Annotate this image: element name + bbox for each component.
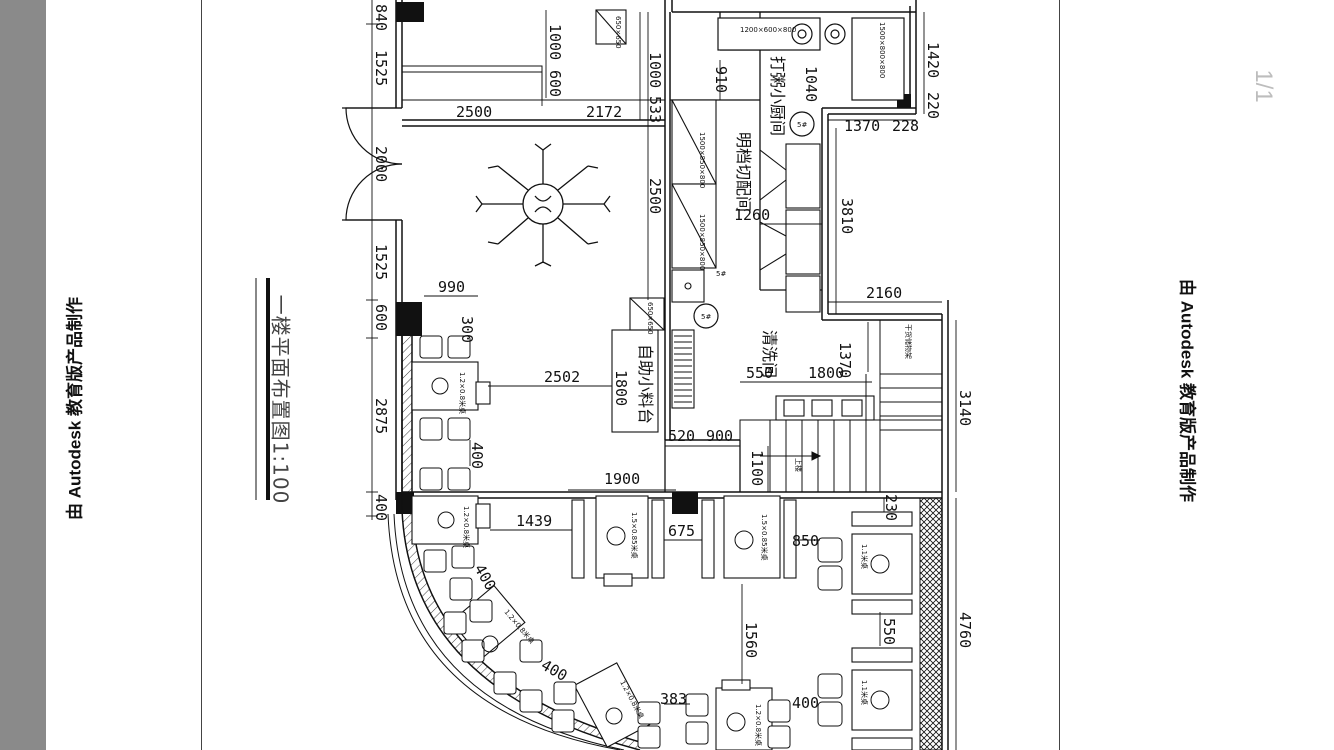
d2000-label: 2000	[372, 146, 390, 182]
cabinet-b-spec: 1500×850×800	[698, 214, 706, 270]
dishwash-rack	[674, 335, 692, 403]
d3810-label: 3810	[838, 198, 856, 234]
d3140-label: 3140	[956, 390, 974, 426]
sink-tag-2: 5#	[701, 313, 711, 321]
d1040-label: 1040	[802, 66, 820, 102]
dry-store-label: 干货储物架	[904, 324, 913, 359]
dry-store-shelf	[879, 319, 943, 375]
fridge-mid-spec: 650×650	[646, 302, 654, 335]
dimension-lines	[366, 0, 957, 750]
staircase	[739, 374, 943, 493]
prep-cabinets	[671, 99, 717, 269]
dimension-labels: 840 1525 2000 1525 600 2875 400 1000 600…	[372, 4, 974, 712]
d300-label: 300	[458, 316, 476, 343]
t-7-label: 1.2×0.8米桌	[754, 704, 763, 746]
d675-label: 675	[668, 522, 695, 540]
window	[401, 65, 543, 101]
table-place-circles	[431, 377, 890, 732]
d400b-label: 400	[468, 442, 486, 469]
left-panel-bar	[0, 0, 46, 750]
sink-tag-3: 5#	[716, 270, 726, 278]
d228-label: 228	[892, 117, 919, 135]
d840-label: 840	[372, 4, 390, 31]
room-prep: 明档切配间	[734, 132, 753, 212]
stove-spec: 1200×600×800	[740, 26, 796, 34]
d850-label: 850	[792, 532, 819, 550]
t-9-label: 1.1米桌	[860, 680, 869, 705]
d1260-label: 1260	[734, 206, 770, 224]
d600a-label: 600	[372, 304, 390, 331]
title-underline	[255, 278, 270, 500]
d900-label: 900	[706, 427, 733, 445]
d1525b-label: 1525	[372, 244, 390, 280]
cabinet-a-spec: 1500×850×800	[698, 132, 706, 188]
d1525a-label: 1525	[372, 50, 390, 86]
d1370a-label: 1370	[844, 117, 880, 135]
d400a-label: 400	[372, 494, 390, 521]
stove	[717, 17, 905, 101]
d550a-label: 550	[746, 364, 773, 382]
d1900-label: 1900	[604, 470, 640, 488]
t-3-label: 1.5×0.85米桌	[630, 512, 639, 559]
d550b-label: 550	[880, 618, 898, 645]
d1420-label: 1420	[924, 42, 942, 78]
cleaning-sink	[671, 269, 705, 303]
columns	[396, 2, 911, 514]
t-4-label: 1.5×0.85米桌	[760, 514, 769, 561]
d2500a-label: 2500	[456, 103, 492, 121]
d1000a-label: 1000	[546, 24, 564, 60]
room-cleaning: 清洗间	[760, 330, 779, 378]
fridge-top-spec: 650×650	[614, 16, 622, 49]
t-8-label: 1.1米桌	[860, 544, 869, 569]
prep-table-spec: 1500×800×800	[878, 22, 886, 78]
d520-label: 520	[668, 427, 695, 445]
sink-tag-1: 5#	[797, 121, 807, 129]
d400d-label: 400	[538, 656, 570, 685]
chairs	[419, 335, 843, 749]
dining-furniture	[411, 361, 913, 750]
fridge-top	[595, 9, 627, 45]
d990-label: 990	[438, 278, 465, 296]
d600b-label: 600	[546, 70, 564, 97]
d230-label: 230	[882, 494, 900, 521]
prep-sinks	[759, 143, 821, 313]
d2875-label: 2875	[372, 398, 390, 434]
d1100-label: 1100	[748, 450, 766, 486]
d4760-label: 4760	[956, 612, 974, 648]
d1439-label: 1439	[516, 512, 552, 530]
d400e-label: 400	[792, 694, 819, 712]
d220-label: 220	[924, 92, 942, 119]
t-1-label: 1.2×0.8米桌	[458, 372, 467, 414]
d1370b-label: 1370	[836, 342, 854, 378]
d2502-label: 2502	[544, 368, 580, 386]
d2172-label: 2172	[586, 103, 622, 121]
d910-label: 910	[712, 66, 730, 93]
d533-label: 533	[646, 96, 664, 123]
room-cold-kitchen: 打粥小厨间	[768, 56, 787, 136]
d1800b-label: 1800	[808, 364, 844, 382]
d383-label: 383	[660, 690, 687, 708]
wash-basins	[775, 395, 875, 421]
room-selfserve: 自助小料台	[636, 344, 655, 424]
t-2-label: 1.2×0.8米桌	[462, 506, 471, 548]
d2500b-label: 2500	[646, 178, 664, 214]
d1000b-label: 1000	[646, 52, 664, 88]
chandelier-icon	[475, 143, 611, 267]
d1800a-label: 1800	[612, 370, 630, 406]
hatched-wall-right	[919, 497, 943, 750]
sink-tags	[693, 111, 815, 329]
d1560-label: 1560	[742, 622, 760, 658]
d2160-label: 2160	[866, 284, 902, 302]
stairs-up-label: 上楼	[794, 458, 803, 472]
drawing-sheet	[201, 0, 1060, 750]
